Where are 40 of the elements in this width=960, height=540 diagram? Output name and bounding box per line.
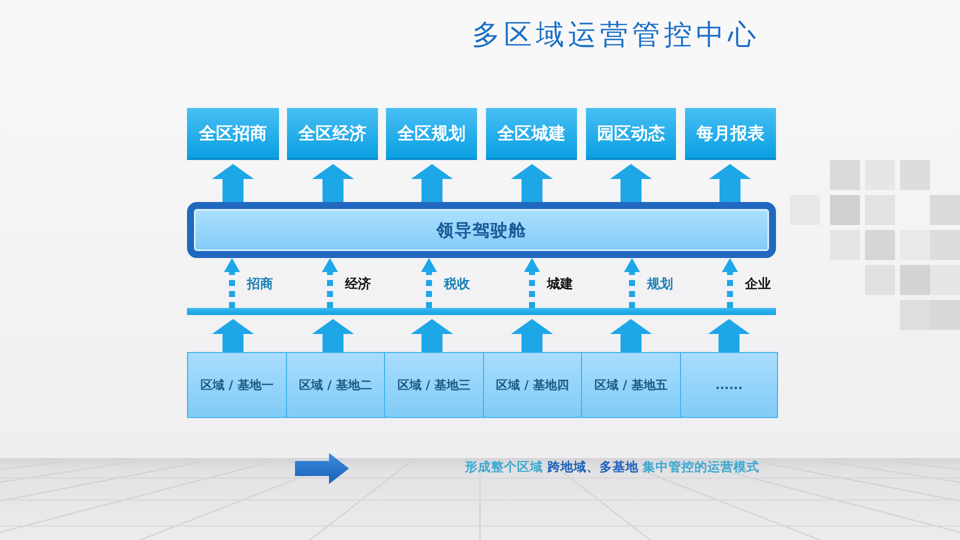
edge-label: 经济 [345,276,371,293]
module-box: 园区动态 [586,108,676,160]
region-cell: 区域 / 基地四 [483,352,582,418]
edge-label: 城建 [547,276,573,293]
region-cell: ...... [680,352,778,418]
edge-label: 企业 [745,276,771,293]
region-cell: 区域 / 基地一 [187,352,287,418]
bar [187,308,776,315]
dotted-arrow [224,258,240,308]
dotted-arrow [722,258,738,308]
module-box: 每月报表 [685,108,776,160]
dotted-arrow [524,258,540,308]
block-arrow [411,164,453,202]
dotted-arrow [322,258,338,308]
block-arrow [511,164,553,202]
title: 多区域运营管控中心 [472,17,760,53]
block-arrow [709,164,751,202]
region-cell: 区域 / 基地三 [384,352,484,418]
block-arrow [212,164,254,202]
block-arrow [312,164,354,202]
block-arrow [312,319,354,352]
module-box: 全区城建 [486,108,577,160]
dotted-arrow [421,258,437,308]
cockpit-panel: 领导驾驶舱 [187,202,776,258]
block-arrow [511,319,553,352]
block-arrow [610,319,652,352]
region-cell: 区域 / 基地五 [581,352,681,418]
block-arrow [610,164,652,202]
module-box: 全区招商 [187,108,279,160]
region-cell: 区域 / 基地二 [286,352,385,418]
edge-label: 规划 [647,276,673,293]
block-arrow [212,319,254,352]
block-arrow [708,319,750,352]
block-arrow [411,319,453,352]
edge-label: 招商 [247,276,273,293]
edge-label: 税收 [444,276,470,293]
footer-note: 形成整个区域 跨地域、多基地 集中管控的运营模式 [465,459,760,476]
dotted-arrow [624,258,640,308]
module-box: 全区规划 [386,108,477,160]
module-box: 全区经济 [287,108,378,160]
